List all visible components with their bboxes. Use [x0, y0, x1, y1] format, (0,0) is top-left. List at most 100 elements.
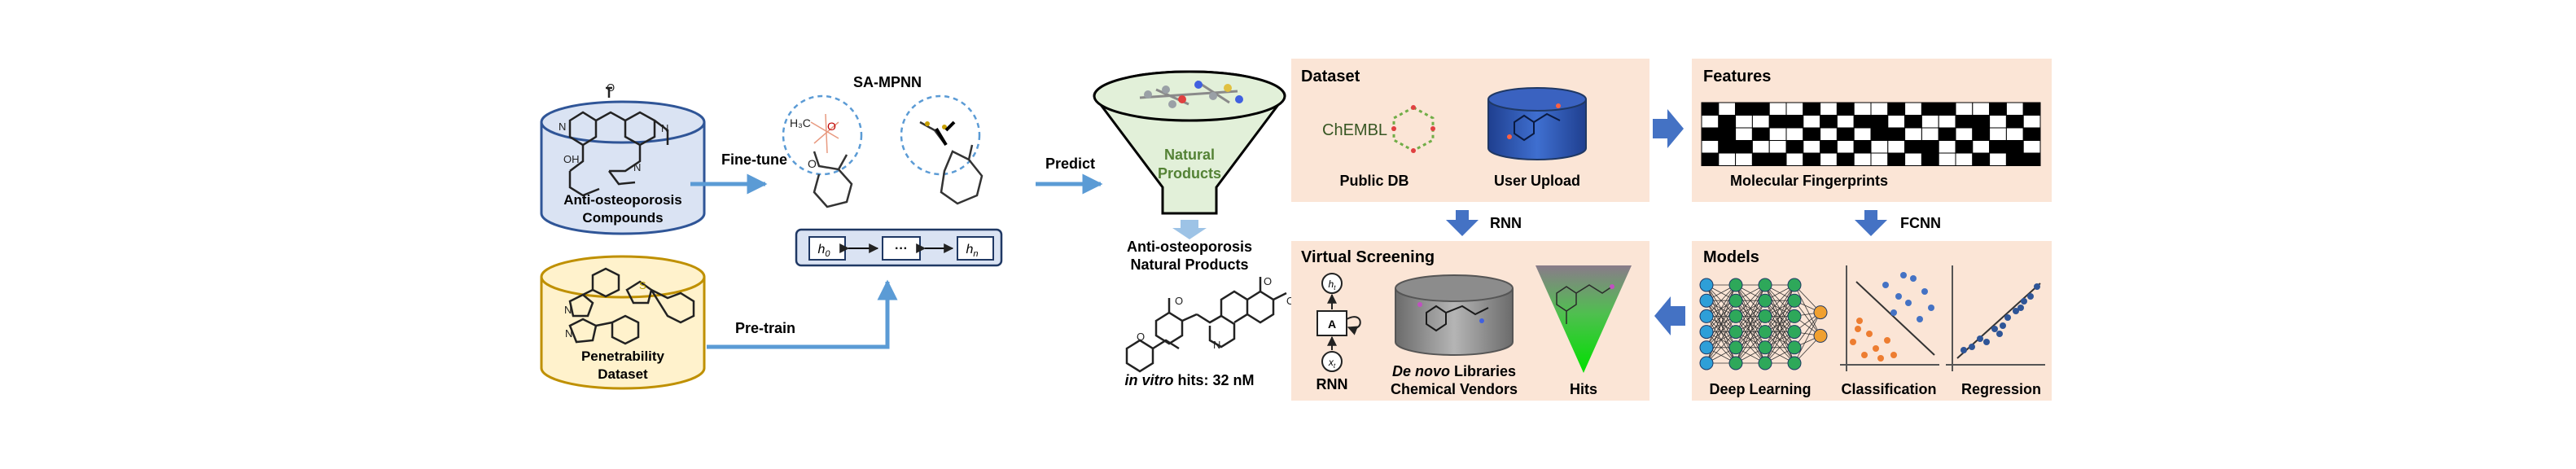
nn-neuron	[1787, 340, 1802, 355]
atom-o-label: O	[827, 120, 836, 133]
fingerprint-bit	[1836, 115, 1855, 129]
fingerprint-bit	[1853, 115, 1872, 129]
funnel-label-line2: Products	[1158, 165, 1221, 182]
deep-learning-label: Deep Learning	[1709, 381, 1811, 397]
class-b-point	[1873, 345, 1879, 352]
db2-label-line1: Penetrability	[581, 348, 665, 364]
atom-o-label: O	[607, 81, 615, 94]
attention-circle-left	[782, 94, 863, 176]
atom-n-label: N	[559, 121, 566, 133]
fcnn-down-arrow: FCNN	[1855, 210, 1941, 236]
fingerprint-bit	[1751, 115, 1770, 129]
models-panel: Models Deep Learning Classification Regr…	[1692, 241, 2052, 401]
attention-circle-right	[900, 94, 981, 176]
fingerprint-bit	[1904, 127, 1922, 141]
natural-products-funnel: Natural Products Anti-osteoporosis Natur…	[1093, 70, 1286, 273]
fingerprint-bit	[1938, 140, 1956, 154]
fingerprint-bit	[2005, 115, 2024, 129]
ellipsis-box	[882, 236, 921, 261]
nn-neuron	[1728, 278, 1743, 292]
fingerprint-bit	[1887, 127, 1906, 141]
nn-connection	[1706, 316, 1737, 364]
libraries-database-icon	[1395, 274, 1514, 356]
user-upload-database-icon	[1487, 87, 1587, 160]
fingerprint-bit	[2022, 102, 2041, 116]
fingerprint-bit	[1803, 127, 1821, 141]
nn-connection	[1735, 284, 1766, 348]
class-a-point	[1910, 275, 1917, 282]
fingerprint-bit	[1870, 152, 1889, 166]
regression-point	[1960, 347, 1967, 353]
fingerprint-bit	[1904, 152, 1922, 166]
dataset-title: Dataset	[1301, 68, 1360, 85]
class-b-point	[1856, 318, 1863, 324]
fingerprint-bit	[1718, 102, 1737, 116]
fingerprint-bit	[1768, 127, 1787, 141]
nn-connection	[1764, 284, 1795, 332]
class-a-point	[1890, 309, 1897, 316]
nn-connection	[1764, 284, 1795, 317]
db1-label-line1: Anti-osteoporosis	[563, 192, 681, 208]
db2-label-line2: Dataset	[598, 366, 648, 382]
nn-connection	[1794, 284, 1821, 336]
nn-connection	[1764, 284, 1795, 348]
anti-osteoporosis-database: O N N OH N Anti-osteoporosis Compounds	[540, 81, 706, 235]
sa-mpnn-title: SA-MPNN	[853, 74, 922, 90]
fingerprint-bit	[1751, 152, 1770, 166]
nn-connection	[1706, 284, 1737, 332]
rnn-a-node: A	[1328, 318, 1336, 331]
dataset-panel: Dataset ChEMBL Public DB User Upload	[1291, 59, 1649, 202]
nn-neuron	[1728, 356, 1743, 370]
fingerprint-bit	[1735, 140, 1753, 154]
chembl-logo-text: ChEMBL	[1322, 121, 1387, 139]
regression-plot-icon	[1946, 265, 2045, 371]
fingerprint-bit	[1989, 127, 2007, 141]
regression-label: Regression	[1961, 381, 2041, 397]
fingerprint-bit	[1820, 140, 1838, 154]
fingerprint-bit	[1887, 115, 1906, 129]
nn-neuron	[1813, 328, 1828, 343]
regression-point	[2000, 322, 2006, 329]
nn-connection	[1735, 331, 1766, 364]
fingerprint-bit	[1820, 102, 1838, 116]
pre-train-label: Pre-train	[735, 320, 795, 336]
regression-point	[2013, 308, 2019, 314]
molecule-structure-2	[568, 267, 695, 345]
chemical-vendors-label: Chemical Vendors	[1391, 381, 1518, 397]
fingerprint-bit	[1989, 140, 2007, 154]
fingerprint-bit	[1701, 127, 1720, 141]
features-panel: Features Molecular Fingerprints	[1692, 59, 2052, 202]
public-db-label: Public DB	[1339, 173, 1408, 189]
chembl-hexagon-icon	[1391, 105, 1435, 153]
fingerprint-bit	[1921, 127, 1939, 141]
fingerprint-bit	[2005, 127, 2024, 141]
fingerprint-bit	[1836, 127, 1855, 141]
classification-label: Classification	[1841, 381, 1936, 397]
fingerprint-bit	[1751, 127, 1770, 141]
fingerprint-bit	[1836, 152, 1855, 166]
nn-neuron	[1699, 293, 1714, 308]
denovo-libraries-label: De novo Libraries	[1392, 363, 1516, 379]
fingerprint-bit	[1803, 102, 1821, 116]
fingerprint-bit	[1751, 140, 1770, 154]
fine-tune-label: Fine-tune	[721, 151, 787, 168]
nn-neuron	[1758, 309, 1772, 323]
fingerprint-grid	[1701, 102, 2041, 166]
nn-neuron	[1787, 325, 1802, 340]
fingerprint-bit	[2005, 152, 2024, 166]
fingerprint-bit	[1735, 152, 1753, 166]
fingerprint-bit	[1955, 127, 1974, 141]
rnn-arrow-label: RNN	[1490, 215, 1522, 231]
dataset-to-features-arrow	[1653, 109, 1684, 148]
nn-connection	[1706, 284, 1737, 317]
class-b-point	[1850, 339, 1856, 345]
fingerprint-bit	[1972, 102, 1991, 116]
models-to-screening-arrow	[1654, 296, 1685, 335]
fingerprint-bit	[1820, 127, 1838, 141]
fingerprint-bit	[1803, 140, 1821, 154]
nn-neuron	[1787, 356, 1802, 370]
fingerprint-bit	[1701, 115, 1720, 129]
nn-neuron	[1728, 325, 1743, 340]
class-a-point	[1882, 282, 1889, 288]
atom-o-label: O	[808, 157, 817, 170]
